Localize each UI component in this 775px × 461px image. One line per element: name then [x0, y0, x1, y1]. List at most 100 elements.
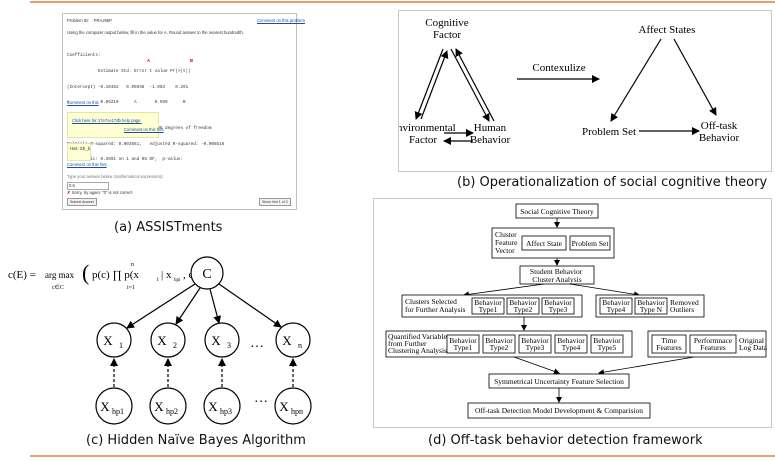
tutor-comment[interactable]: Comment on this hint: [124, 127, 164, 132]
hp-node-n: X hpn: [274, 387, 312, 425]
wrong-icon: ✗: [67, 190, 72, 195]
q-type3-box: [518, 334, 552, 354]
formula-lhs: c(E) =: [8, 269, 36, 281]
sct-text: Social Cognitive Theory: [520, 207, 594, 216]
comment-short[interactable]: Comment on this: [67, 100, 99, 105]
svg-text:2: 2: [173, 341, 177, 350]
svg-text:X: X: [103, 333, 113, 348]
arrow-to-selected: [463, 283, 545, 298]
hint-comment[interactable]: Comment on this hint: [67, 162, 107, 167]
problem-set-box: [569, 235, 611, 251]
formula-argmax: arg max: [45, 270, 75, 280]
x-ellipsis: …: [250, 336, 264, 351]
svg-text:hpn: hpn: [291, 407, 303, 416]
quantified-text: Quantified Variable from Further Cluster…: [388, 332, 449, 355]
q-type5-box: [590, 334, 624, 354]
framework-diagram: Social Cognitive Theory Cluster Feature …: [385, 203, 768, 419]
affect-states-label: Affect States: [639, 24, 696, 36]
output-line: Coefficients:: [67, 53, 101, 59]
clusters-selected-text: Clusters Selected for Further Analysis: [405, 297, 465, 314]
mark-a: A: [147, 58, 151, 63]
submit-answer-button[interactable]: Submit Answer: [67, 198, 97, 206]
svg-text:n: n: [298, 341, 302, 350]
edge-c-x1: [126, 283, 196, 329]
arrow-env-to-cog: [420, 50, 449, 120]
arrow-cog-to-human: [450, 48, 490, 122]
caption-b: (b) Operationalization of social cogniti…: [457, 175, 768, 190]
hint-text: Hint: SE_b: [70, 146, 91, 151]
problem-set-text: Problem Set: [572, 239, 610, 248]
assistments-screenshot: Problem ID: PRAJ96P Comment on this prob…: [62, 13, 305, 210]
show-hint-button[interactable]: Show hint 1 of 2: [259, 198, 291, 206]
arrow-q-to-sym: [513, 356, 560, 375]
svg-text:hp3: hp3: [220, 407, 232, 416]
class-node-c: [190, 256, 224, 290]
q-type4-box: [554, 334, 588, 354]
hp-node-2: X hp2: [149, 387, 187, 425]
affect-state-text: Affect State: [526, 239, 563, 248]
arrow-human-to-cog: [455, 48, 495, 122]
hint-box: Hint: SE_b: [67, 143, 91, 161]
offtask-framework-panel: Social Cognitive Theory Cluster Feature …: [373, 198, 772, 428]
feedback-text: Sorry, try again: "0" is not correct: [71, 190, 133, 195]
formula-x-sub: i: [157, 277, 159, 283]
svg-text:3: 3: [227, 341, 231, 350]
svg-text:X: X: [157, 333, 167, 348]
edge-c-x2: [175, 287, 201, 325]
mark-b: B: [190, 58, 194, 63]
environmental-factor-label: EnvironmentalFactor: [399, 122, 456, 146]
arrow-affect-to-problem: [610, 38, 662, 122]
output-line: Estimate Std. Error t value Pr(>|t|): [67, 69, 191, 75]
output-line: (Intercept) -0.10462 0.09846 -1.063 0.29…: [67, 84, 189, 90]
answer-input[interactable]: 0.6: [67, 182, 109, 190]
hidden-naive-bayes-panel: c(E) = arg max c∈C ( p(c) ∏ p(x n i=1 i …: [0, 248, 370, 433]
arrow-cog-to-env: [414, 48, 444, 120]
formula-argmax-sub: c∈C: [52, 284, 64, 291]
svg-text:hp2: hp2: [166, 407, 178, 416]
tutor-link[interactable]: Click here for 17e7ce17db help page.: [72, 118, 142, 123]
formula-prod-n: n: [131, 262, 134, 268]
model-box: [467, 402, 651, 419]
type1-box: [471, 297, 505, 315]
q-type2-box: [482, 334, 516, 354]
top-rule: [30, 1, 775, 3]
formula-prod-i: i=1: [127, 285, 135, 291]
tutor-box: Click here for 17e7ce17db help page. Com…: [67, 112, 164, 138]
type2-box: [506, 297, 540, 315]
svg-text:1: 1: [119, 341, 123, 350]
hp-node-3: X hp3: [203, 387, 241, 425]
output-line: x 0.06210 A 0.599 B: [67, 100, 186, 106]
time-features-box: [651, 334, 687, 354]
arrow-log-to-sym: [598, 356, 695, 376]
comment-link[interactable]: Comment on this problem: [257, 18, 305, 23]
problem-prompt: Using the computer output below, fill in…: [67, 30, 244, 35]
student-cluster-text: Student Behavior Cluster Analysis: [530, 267, 584, 284]
type3-box: [541, 297, 575, 315]
problem-id: Problem ID: PRAJ96P: [67, 18, 112, 23]
bottom-rule: [30, 455, 775, 457]
svg-text:X: X: [154, 399, 164, 414]
feedback-row: ✗ Sorry, try again: "0" is not correct: [67, 190, 133, 195]
class-node-label: C: [202, 267, 211, 282]
formula-body: p(c) ∏ p(x: [92, 269, 139, 281]
type4-box: [599, 297, 633, 315]
svg-text:X: X: [100, 399, 110, 414]
x-node-2: X 2: [150, 322, 186, 358]
performance-box: [689, 334, 737, 354]
svg-text:X: X: [279, 399, 289, 414]
student-cluster-box: [519, 265, 595, 285]
